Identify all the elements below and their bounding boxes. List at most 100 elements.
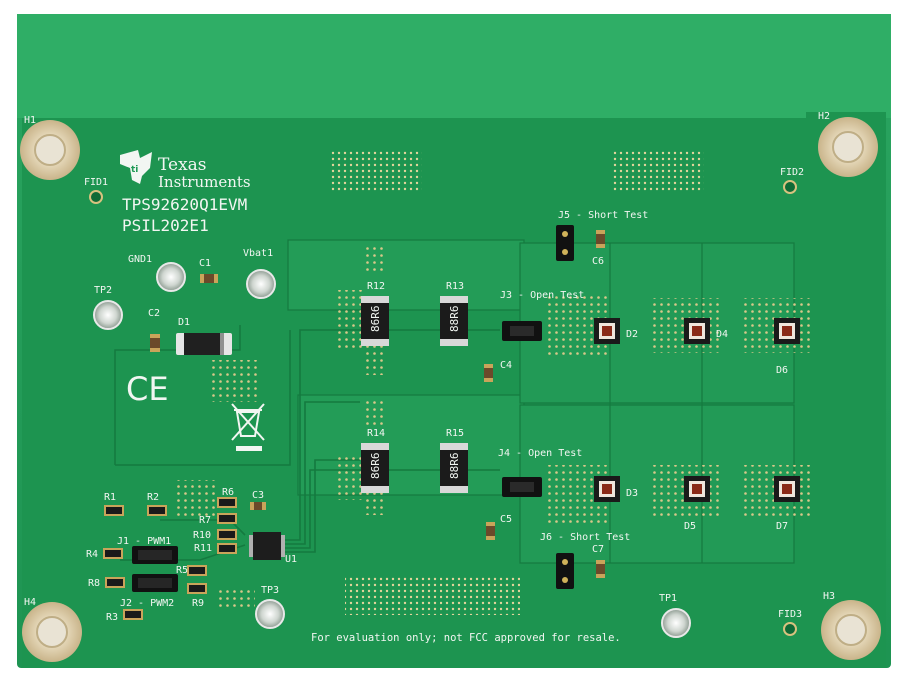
tp3-testpoint[interactable] [255, 599, 285, 629]
r14-marking: 86R6 [369, 453, 382, 480]
led-d7 [774, 476, 800, 502]
label-j4: J4 - Open Test [498, 448, 582, 459]
tp2-testpoint[interactable] [93, 300, 123, 330]
part-number: TPS92620Q1EVM [122, 195, 247, 214]
label-r9: R9 [192, 598, 204, 609]
r12-marking: 86R6 [369, 306, 382, 333]
label-fid3: FID3 [778, 609, 802, 620]
capacitor-c2 [150, 334, 160, 352]
label-u1: U1 [285, 554, 297, 565]
label-d1: D1 [178, 317, 190, 328]
capacitor-c1 [200, 274, 218, 283]
brand-line1: Texas [158, 155, 207, 175]
label-r11: R11 [194, 543, 212, 554]
label-r1: R1 [104, 492, 116, 503]
label-d5: D5 [684, 521, 696, 532]
label-j2: J2 - PWM2 [120, 598, 174, 609]
fiducial-fid3 [783, 622, 797, 636]
label-r2: R2 [147, 492, 159, 503]
label-d4: D4 [716, 329, 728, 340]
label-tp1: TP1 [659, 593, 677, 604]
ce-mark: CE [126, 370, 169, 408]
jumper-j1[interactable] [132, 546, 178, 564]
label-r7: R7 [199, 515, 211, 526]
r13-marking: 88R6 [448, 306, 461, 333]
label-c1: C1 [199, 258, 211, 269]
label-j6: J6 - Short Test [540, 532, 630, 543]
jumper-j5[interactable] [556, 225, 574, 261]
pour-r12-r13 [287, 239, 525, 311]
tp1-testpoint[interactable] [661, 608, 691, 638]
led-d2 [594, 318, 620, 344]
small-resistors [103, 497, 237, 620]
capacitor-c7 [596, 560, 605, 578]
led-d3 [594, 476, 620, 502]
label-gnd1: GND1 [128, 254, 152, 265]
resistor-r13 [440, 296, 468, 346]
jumper-j6[interactable] [556, 553, 574, 589]
label-vbat1: Vbat1 [243, 248, 273, 259]
capacitor-c6 [596, 230, 605, 248]
disclaimer-text: For evaluation only; not FCC approved fo… [311, 632, 621, 644]
fiducial-fid2 [783, 180, 797, 194]
capacitor-c5 [486, 522, 495, 540]
jumper-j2[interactable] [132, 574, 178, 592]
capacitor-c4 [484, 364, 493, 382]
label-d3: D3 [626, 488, 638, 499]
label-d2: D2 [626, 329, 638, 340]
label-c2: C2 [148, 308, 160, 319]
mounting-hole-h2 [818, 117, 878, 177]
gnd1-terminal[interactable] [156, 262, 186, 292]
svg-text:ti: ti [131, 165, 138, 175]
label-c5: C5 [500, 514, 512, 525]
fiducial-fid1 [89, 190, 103, 204]
label-r3: R3 [106, 612, 118, 623]
label-c7: C7 [592, 544, 604, 555]
label-c3: C3 [252, 490, 264, 501]
vbat1-terminal[interactable] [246, 269, 276, 299]
jumper-j3[interactable] [502, 321, 542, 341]
pour-r14-r15 [297, 394, 525, 496]
mounting-hole-h1 [20, 120, 80, 180]
label-r14: R14 [367, 428, 385, 439]
capacitor-c3 [250, 502, 266, 510]
jumper-j4[interactable] [502, 477, 542, 497]
label-d7: D7 [776, 521, 788, 532]
mounting-hole-h4 [22, 602, 82, 662]
brand-line2: Instruments [158, 173, 251, 191]
label-fid2: FID2 [780, 167, 804, 178]
resistor-r14 [361, 443, 389, 493]
label-tp2: TP2 [94, 285, 112, 296]
label-h3: H3 [823, 591, 835, 602]
label-tp3: TP3 [261, 585, 279, 596]
label-h2: H2 [818, 111, 830, 122]
label-h1: H1 [24, 115, 36, 126]
label-r10: R10 [193, 530, 211, 541]
label-r15: R15 [446, 428, 464, 439]
label-r13: R13 [446, 281, 464, 292]
ic-u1 [249, 532, 285, 560]
diode-d1 [176, 333, 232, 355]
label-r6: R6 [222, 487, 234, 498]
resistor-r12 [361, 296, 389, 346]
label-r5: R5 [176, 565, 188, 576]
mounting-hole-h3 [821, 600, 881, 660]
label-r4: R4 [86, 549, 98, 560]
top-strip [17, 14, 891, 118]
led-d4 [684, 318, 710, 344]
r15-marking: 88R6 [448, 453, 461, 480]
label-h4: H4 [24, 597, 36, 608]
led-d6 [774, 318, 800, 344]
label-d6: D6 [776, 365, 788, 376]
label-c6: C6 [592, 256, 604, 267]
ti-logo-icon: ti [120, 150, 152, 184]
board-id: PSIL202E1 [122, 216, 209, 235]
weee-bin-icon [231, 403, 265, 451]
label-j3: J3 - Open Test [500, 290, 584, 301]
label-r12: R12 [367, 281, 385, 292]
led-d5 [684, 476, 710, 502]
label-j5: J5 - Short Test [558, 210, 648, 221]
label-fid1: FID1 [84, 177, 108, 188]
